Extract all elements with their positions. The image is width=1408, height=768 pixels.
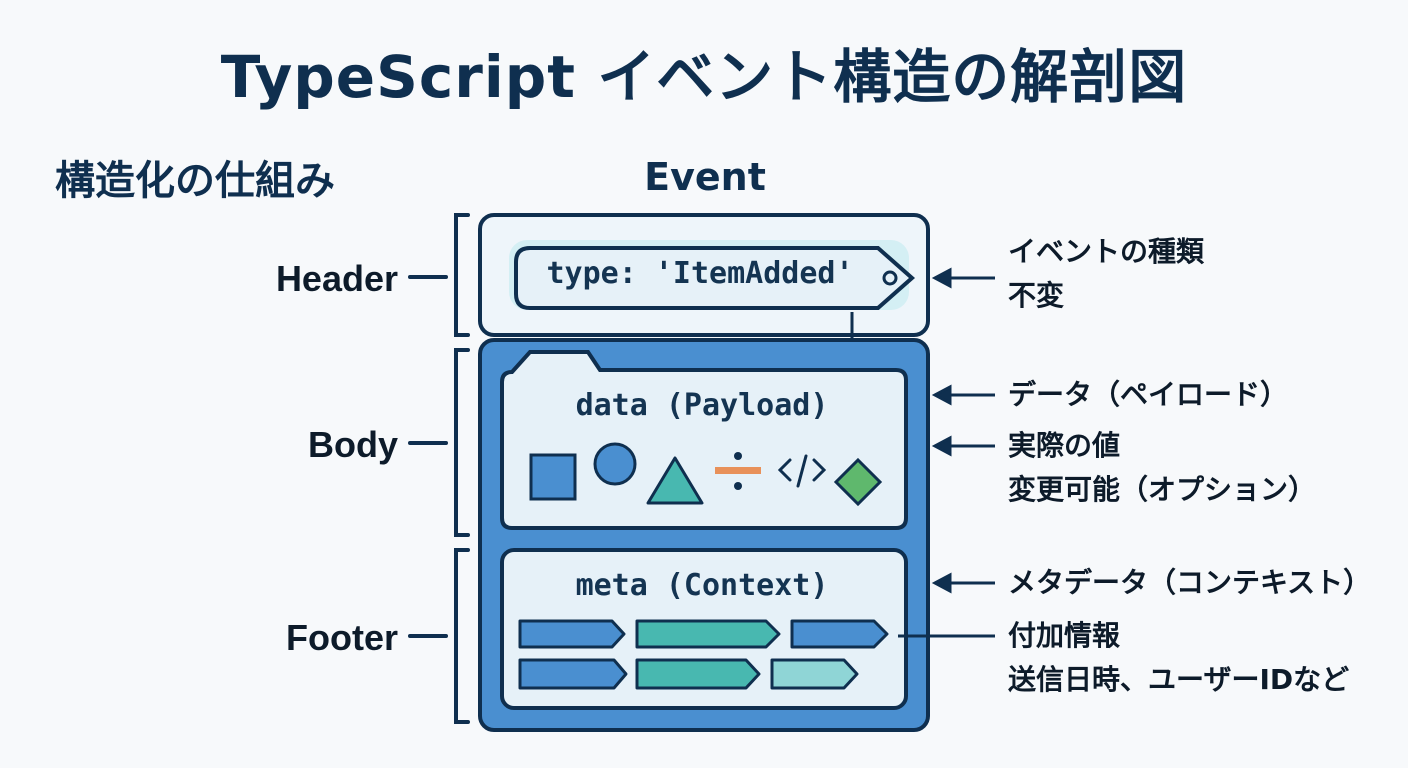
type-tag xyxy=(514,246,916,310)
left-arrow-icon xyxy=(931,435,952,457)
divide-icon xyxy=(715,452,761,490)
payload-folder xyxy=(500,350,908,530)
body-bracket xyxy=(454,348,470,537)
meta-chip xyxy=(518,658,628,690)
page-title: TypeScript イベント構造の解剖図 xyxy=(220,43,1188,111)
code-icon xyxy=(777,454,827,488)
left-arrow-icon xyxy=(931,384,952,406)
square-icon xyxy=(529,453,577,501)
event-label: Event xyxy=(644,155,766,199)
meta-chip xyxy=(790,619,889,649)
note-line: 不変 xyxy=(1008,279,1065,312)
footer-label: Footer xyxy=(286,617,398,658)
footer-bracket xyxy=(454,548,470,724)
note-line: 付加情報 xyxy=(1008,619,1121,652)
meta-label: meta (Context) xyxy=(575,568,829,603)
header-label: Header xyxy=(275,258,398,299)
meta-chip xyxy=(770,658,859,690)
diamond-icon xyxy=(833,457,883,507)
header-bracket xyxy=(454,213,470,337)
header-note: イベントの種類 不変 xyxy=(1008,230,1204,318)
note-line: 送信日時、ユーザーIDなど xyxy=(1008,663,1350,696)
note-line: イベントの種類 xyxy=(1008,235,1205,268)
section-subtitle: 構造化の仕組み xyxy=(55,158,335,204)
note-line: 実際の値 xyxy=(1008,429,1121,462)
meta-chip xyxy=(635,619,781,649)
footer-note: 付加情報 送信日時、ユーザーIDなど xyxy=(1008,614,1349,702)
body-top-note: データ（ペイロード） xyxy=(1008,378,1289,411)
note-line: 変更可能（オプション） xyxy=(1008,473,1317,506)
left-arrow-icon xyxy=(931,572,952,594)
circle-icon xyxy=(593,442,637,486)
body-label: Body xyxy=(308,424,398,465)
footer-top-note: メタデータ（コンテキスト） xyxy=(1008,566,1372,599)
body-note: 実際の値 変更可能（オプション） xyxy=(1008,424,1316,512)
triangle-icon xyxy=(646,456,704,505)
left-arrow-icon xyxy=(931,267,952,289)
type-tag-label: type: 'ItemAdded' xyxy=(546,256,854,291)
payload-label: data (Payload) xyxy=(575,388,829,423)
tag-hole-icon xyxy=(882,270,898,286)
meta-chip xyxy=(518,619,626,649)
meta-chip xyxy=(635,658,761,690)
